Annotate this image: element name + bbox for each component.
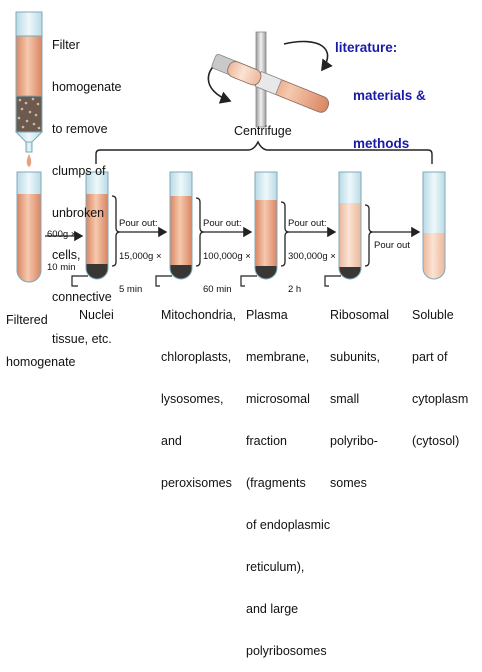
tube-5 (422, 171, 446, 280)
pellet-4-line: subunits, (330, 350, 381, 364)
step-4-line: 2 h (288, 284, 302, 295)
pellet-4-line: polyribo- (330, 434, 378, 448)
step-5-line: Pour out (374, 240, 410, 251)
literature-line-3: methods (353, 136, 410, 151)
pellet-leaders (71, 275, 341, 287)
step-4-label: Pour out: 300,000g × 2 h (288, 196, 336, 306)
pellet-3-line: polyribosomes (246, 644, 327, 658)
step-4-line: 300,000g × (288, 251, 336, 262)
supernatant-line: (cytosol) (412, 434, 460, 448)
supernatant-label: Soluble part of cytoplasm (cytosol) (412, 280, 468, 462)
pellet-1-label: Nuclei (79, 280, 114, 336)
step-1-label: 600g × 10 min (47, 207, 76, 284)
pellet-2-line: peroxisomes (161, 476, 232, 490)
pellet-2-line: Mitochondria, (161, 308, 237, 322)
pellet-1-line: Nuclei (79, 308, 114, 322)
fractionation-diagram: literature: materials & methods Filter h… (6, 8, 468, 658)
centrifuge-label: Centrifuge (234, 124, 292, 138)
filter-line: Filter (52, 38, 80, 52)
supernatant-line: Soluble (412, 308, 454, 322)
pellet-4-line: Ribosomal (330, 308, 390, 322)
literature-note: literature: materials & methods (335, 8, 426, 168)
filtered-line: Filtered (6, 313, 48, 327)
pellet-3-line: membrane, (246, 350, 310, 364)
centrifuge-illustration (207, 31, 333, 128)
filter-line: to remove (52, 122, 108, 136)
step-1-line: 600g × (47, 229, 77, 240)
literature-line-1: literature: (335, 40, 398, 55)
pellet-3-label: Plasma membrane, microsomal fraction (fr… (246, 280, 330, 672)
pellet-4-label: Ribosomal subunits, small polyribo- some… (330, 280, 389, 504)
supernatant-line: cytoplasm (412, 392, 469, 406)
tube-4 (338, 171, 362, 280)
step-arrows (45, 195, 421, 267)
tube-3 (254, 171, 278, 280)
filter-line: cells, (52, 248, 81, 262)
pellet-2-label: Mitochondria, chloroplasts, lysosomes, a… (161, 280, 236, 504)
filter-step-text: Filter homogenate to remove clumps of un… (52, 10, 122, 360)
pellet-3-line: of endoplasmic (246, 518, 331, 532)
diagram-art (14, 11, 446, 287)
tube-filtered-homogenate (16, 171, 42, 283)
step-2-label: Pour out: 15,000g × 5 min (119, 196, 162, 306)
pellet-2-line: chloroplasts, (161, 350, 232, 364)
step-2-line: 5 min (119, 284, 143, 295)
step-5-label: Pour out (374, 218, 410, 262)
tube-2 (169, 171, 193, 280)
filter-line: unbroken (52, 206, 105, 220)
step-2-line: Pour out: (119, 218, 158, 229)
pellet-4-line: somes (330, 476, 367, 490)
pellet-2-line: lysosomes, (161, 392, 224, 406)
literature-line-2: materials & (353, 88, 426, 103)
filter-line: clumps of (52, 164, 106, 178)
step-3-line: 100,000g × (203, 251, 251, 262)
step-3-line: 60 min (203, 284, 232, 295)
pellet-3-line: microsomal (246, 392, 310, 406)
filter-line: tissue, etc. (52, 332, 112, 346)
pellet-3-line: (fragments (246, 476, 306, 490)
tube-1 (85, 171, 109, 280)
centrifuge-brace (95, 140, 433, 164)
pellet-2-line: and (161, 434, 182, 448)
pellet-3-line: fraction (246, 434, 287, 448)
pellet-3-line: and large (246, 602, 299, 616)
supernatant-line: part of (412, 350, 448, 364)
filter-line: connective (52, 290, 112, 304)
filtered-line: homogenate (6, 355, 76, 369)
step-2-line: 15,000g × (119, 251, 162, 262)
filter-apparatus (14, 11, 44, 167)
step-4-line: Pour out: (288, 218, 327, 229)
filter-line: homogenate (52, 80, 122, 94)
pellet-4-line: small (330, 392, 360, 406)
step-1-line: 10 min (47, 262, 76, 273)
filtered-homogenate-label: Filtered homogenate (6, 285, 76, 383)
pellet-3-line: Plasma (246, 308, 288, 322)
step-3-line: Pour out: (203, 218, 242, 229)
pellet-3-line: reticulum), (246, 560, 305, 574)
step-3-label: Pour out: 100,000g × 60 min (203, 196, 251, 306)
